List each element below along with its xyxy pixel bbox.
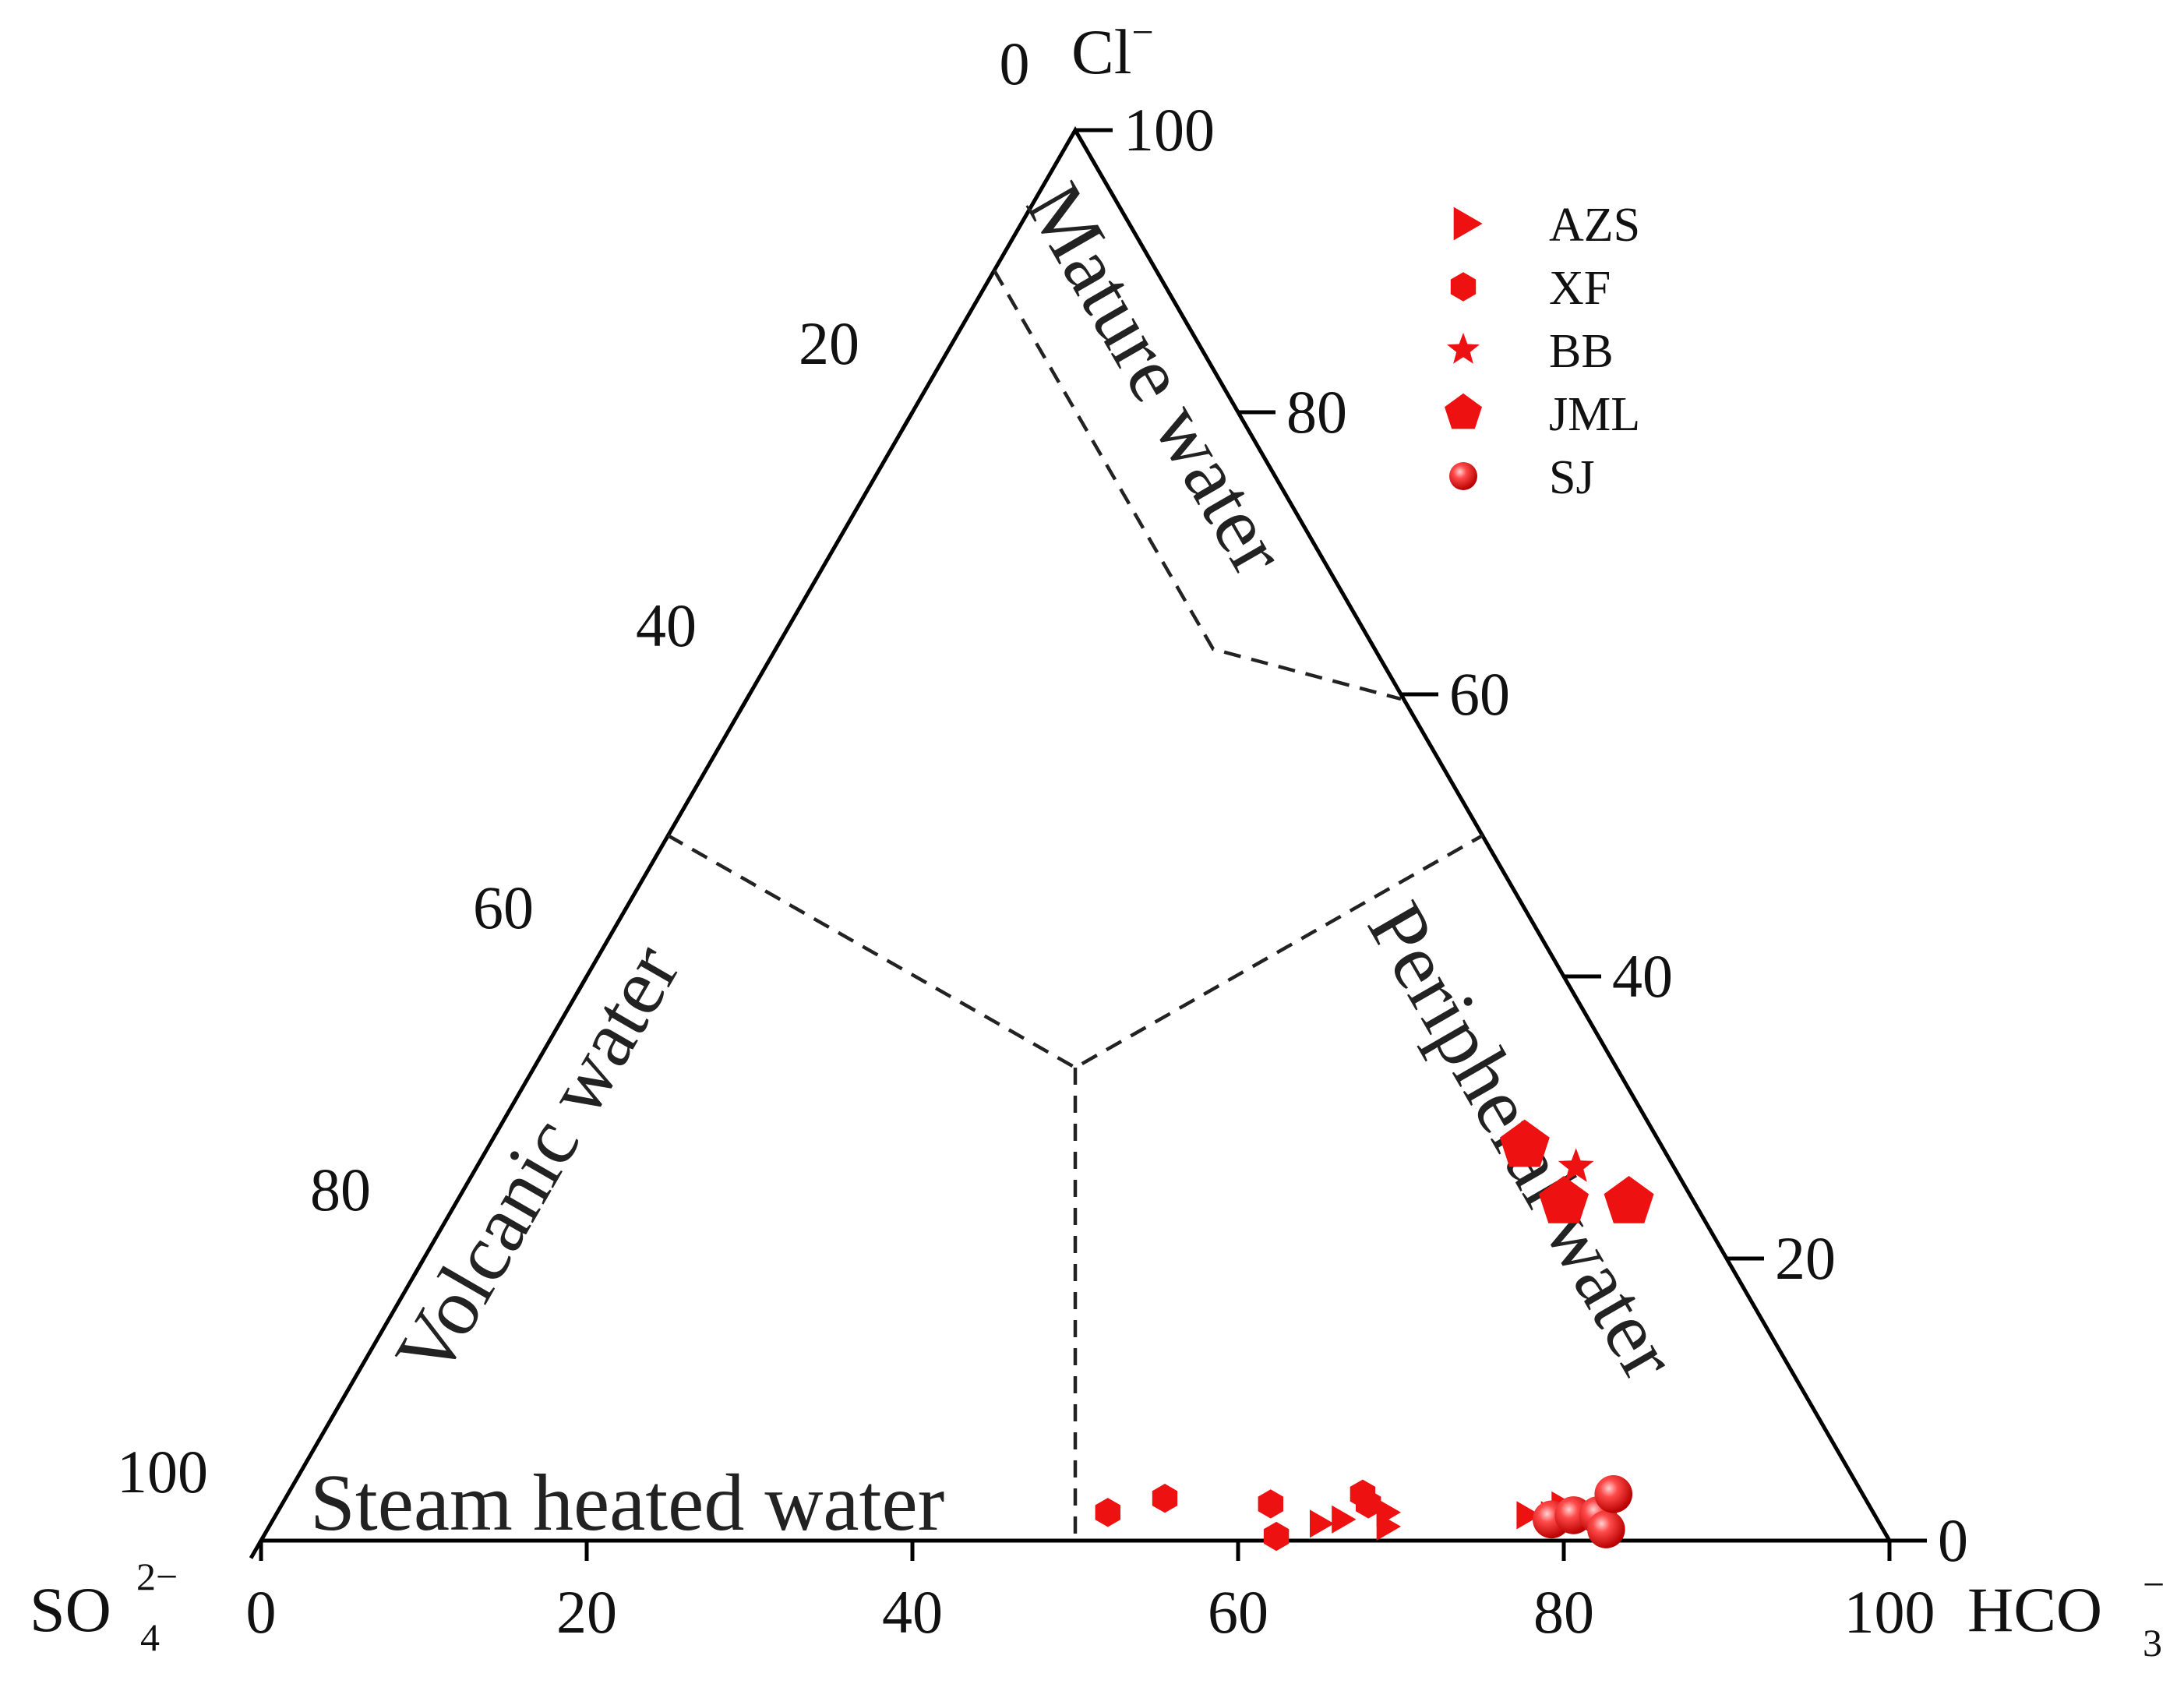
point-sj-3 (1587, 1510, 1625, 1548)
volcanic-peripheral-boundary (666, 834, 1484, 1070)
left-tick-60 (574, 975, 589, 995)
left-tick-80 (411, 1257, 426, 1277)
point-xf-5 (1356, 1489, 1381, 1519)
left-tick-label-80: 80 (310, 1156, 371, 1223)
data-points (1095, 1119, 1654, 1552)
top-vertex-label: Cl− (1071, 10, 1154, 87)
top-vertex-label-text: Cl (1071, 16, 1131, 87)
legend-label-xf: XF (1549, 262, 1611, 315)
left-vertex-label-text: SO (30, 1574, 111, 1645)
bottom-tick-label-0: 0 (246, 1578, 277, 1646)
point-azs-3 (1376, 1512, 1401, 1541)
legend-marker-azs (1453, 207, 1483, 241)
right-vertex-label-text: HCO (1967, 1574, 2102, 1645)
left-tick-100 (249, 1539, 263, 1559)
point-xf-0 (1095, 1498, 1120, 1527)
left-tick-label-20: 20 (799, 309, 859, 377)
left-vertex-label: SO (30, 1574, 111, 1645)
right-tick-label-80: 80 (1286, 378, 1347, 446)
region-label-volcanic-water: Volcanic water (378, 930, 697, 1393)
legend-label-jml: JML (1549, 388, 1640, 441)
left-tick-label-60: 60 (473, 874, 534, 941)
point-sj-4 (1594, 1474, 1633, 1513)
point-bb-0 (1558, 1148, 1594, 1182)
mature-water-boundary (993, 269, 1402, 701)
region-label-mature-water: Mature water (1009, 168, 1304, 589)
legend-label-sj: SJ (1549, 451, 1595, 504)
bottom-tick-label-100: 100 (1844, 1578, 1935, 1646)
right-tick-label-0: 0 (1938, 1506, 1968, 1574)
right-tick-label-20: 20 (1775, 1224, 1836, 1292)
right-tick-label-40: 40 (1612, 942, 1673, 1010)
left-tick-label-100: 100 (117, 1438, 208, 1506)
top-vertex-zero-label: 0 (1000, 30, 1030, 97)
left-tick-40 (737, 693, 752, 713)
right-tick-label-100: 100 (1124, 96, 1215, 164)
legend: AZS XF BB JML SJ (1445, 199, 1640, 504)
point-jml-1 (1539, 1176, 1589, 1223)
legend-marker-jml (1445, 393, 1482, 429)
legend-marker-bb (1447, 333, 1480, 364)
left-tick-label-40: 40 (636, 591, 697, 659)
left-vertex-label-sup: 2− (136, 1555, 178, 1598)
left-vertex-label-sub: 4 (140, 1615, 160, 1659)
point-jml-0 (1499, 1119, 1550, 1167)
bottom-tick-label-20: 20 (556, 1578, 617, 1646)
legend-label-azs: AZS (1549, 199, 1640, 252)
region-label-steam-heated-water: Steam heated water (310, 1458, 944, 1548)
legend-marker-xf (1450, 272, 1477, 302)
right-tick-label-60: 60 (1449, 660, 1510, 728)
bottom-tick-label-60: 60 (1208, 1578, 1268, 1646)
point-xf-2 (1258, 1489, 1283, 1519)
bottom-tick-label-80: 80 (1533, 1578, 1594, 1646)
point-azs-4 (1516, 1501, 1541, 1530)
legend-label-bb: BB (1549, 325, 1614, 378)
axis-ticks: 0 0 20 20 20 40 40 40 60 60 60 80 80 80 100 100 100 (117, 96, 1968, 1646)
point-azs-1 (1332, 1505, 1357, 1534)
right-vertex-label: HCO (1967, 1574, 2102, 1645)
bottom-tick-label-40: 40 (882, 1578, 943, 1646)
legend-marker-sj (1449, 462, 1477, 490)
point-jml-2 (1604, 1176, 1654, 1223)
point-xf-1 (1152, 1484, 1178, 1513)
right-vertex-label-sub: 3 (2143, 1621, 2162, 1665)
right-vertex-label-sup: − (2143, 1562, 2165, 1606)
point-xf-3 (1263, 1521, 1290, 1552)
left-tick-20 (900, 411, 915, 431)
point-azs-0 (1310, 1509, 1335, 1538)
top-vertex-label-sup: − (1131, 10, 1153, 54)
